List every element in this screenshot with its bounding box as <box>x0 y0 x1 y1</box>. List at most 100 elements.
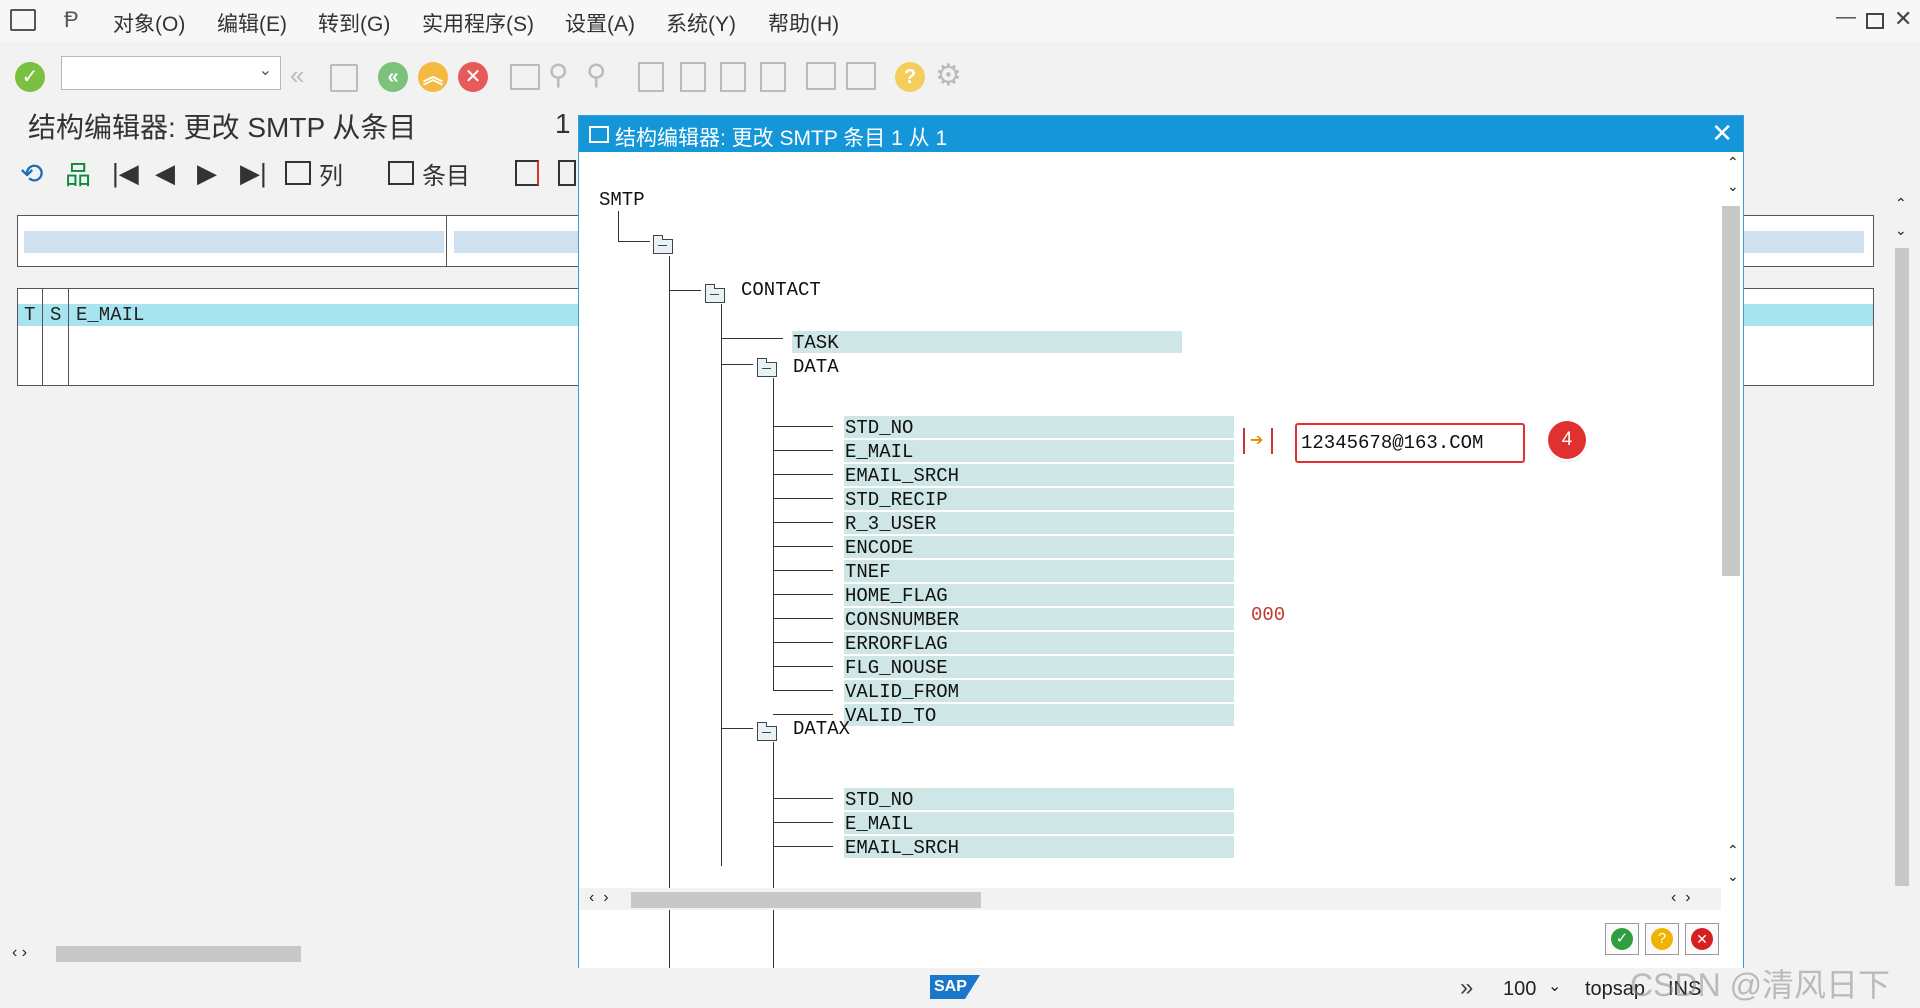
zoom-value[interactable]: 100 <box>1503 978 1537 1000</box>
dlg-scroll-up2-icon[interactable]: ⌃ <box>1727 842 1739 858</box>
data-field[interactable]: STD_NO <box>845 417 914 439</box>
tree-line <box>669 290 701 291</box>
standard-toolbar <box>0 41 1920 103</box>
tree-line <box>773 742 774 972</box>
data-field[interactable]: TNEF <box>845 561 891 583</box>
cancel-button[interactable]: ✕ <box>1685 923 1719 955</box>
columns-button[interactable]: 列 <box>285 158 343 190</box>
sap-logo-text: SAP <box>934 978 967 995</box>
minimize-icon[interactable]: — <box>1836 6 1856 28</box>
col-email-header: E_MAIL <box>76 304 145 326</box>
next-page-icon <box>720 62 746 92</box>
insert-row-button[interactable] <box>558 158 576 188</box>
callout-number: 4 <box>1561 429 1573 450</box>
gear-icon: ⚙ <box>935 59 962 92</box>
entry-icon <box>388 161 414 185</box>
field-bg <box>844 836 1234 858</box>
menu-utilities[interactable]: 实用程序(S) <box>422 13 534 36</box>
status-expand-icon[interactable]: » <box>1460 974 1474 1001</box>
help-button[interactable]: ? <box>1645 923 1679 955</box>
first-entry-button[interactable]: |◀ <box>112 158 139 188</box>
tree-task[interactable]: TASK <box>793 332 839 354</box>
cancel-icon[interactable]: ✕ <box>458 62 488 92</box>
system-name: topsap <box>1585 978 1646 1000</box>
prev-entry-button[interactable]: ◀ <box>155 158 175 188</box>
folder-icon[interactable] <box>704 284 725 303</box>
data-field[interactable]: HOME_FLAG <box>845 585 948 607</box>
folder-icon[interactable] <box>652 235 673 254</box>
tree-contact: CONTACT <box>741 279 821 301</box>
back-icon[interactable]: « <box>378 62 408 92</box>
folder-icon[interactable] <box>756 722 777 741</box>
menu-help[interactable]: 帮助(H) <box>768 13 840 36</box>
bg-vscroll-thumb[interactable] <box>1895 248 1909 886</box>
field-bg <box>844 608 1234 630</box>
data-field[interactable]: VALID_FROM <box>845 681 960 703</box>
bg-scroll-up-icon[interactable]: ⌃ <box>1895 195 1907 211</box>
personalize-icon[interactable]: Ᵽ <box>64 7 79 32</box>
data-field[interactable]: E_MAIL <box>845 441 914 463</box>
bg-hscroll-thumb[interactable] <box>56 946 301 962</box>
data-field[interactable]: VALID_TO <box>845 705 937 727</box>
enter-icon[interactable]: ✓ <box>15 62 45 92</box>
bg-scroll-down-icon[interactable]: ⌄ <box>1895 222 1907 238</box>
datax-field[interactable]: EMAIL_SRCH <box>845 837 960 859</box>
menu-object[interactable]: 对象(O) <box>113 13 186 36</box>
hierarchy-icon: 品 <box>65 159 92 190</box>
datax-field[interactable]: STD_NO <box>845 789 914 811</box>
command-field[interactable]: ⌄ <box>61 56 281 90</box>
confirm-button[interactable]: ✓ <box>1605 923 1639 955</box>
dialog-window-icon <box>589 126 609 143</box>
dlg-scroll-up-icon[interactable]: ⌃ <box>1727 154 1739 170</box>
refresh-icon: ⟲ <box>20 157 44 189</box>
consnumber-value[interactable]: 000 <box>1251 604 1286 626</box>
menu-bar: Ᵽ 对象(O) 编辑(E) 转到(G) 实用程序(S) 设置(A) 系统(Y) … <box>0 0 1920 42</box>
dialog-close-icon[interactable]: ✕ <box>1711 118 1733 148</box>
tree-line <box>618 211 619 241</box>
dlg-scroll-left-icon[interactable]: ‹ › <box>589 889 609 906</box>
delete-row-button[interactable] <box>515 158 539 188</box>
tree-line <box>669 256 670 974</box>
entry-label: 条目 <box>422 162 470 190</box>
col-divider-2 <box>68 289 69 385</box>
menu-edit[interactable]: 编辑(E) <box>217 13 287 36</box>
exit-icon[interactable]: ︽ <box>418 62 448 92</box>
data-field[interactable]: ERRORFLAG <box>845 633 948 655</box>
chevron-down-icon[interactable]: ⌄ <box>258 62 272 79</box>
value-help-icon[interactable]: ➔ <box>1243 428 1273 454</box>
dlg-scroll-down2-icon[interactable]: ⌄ <box>1727 868 1739 884</box>
dlg-scroll-down-icon[interactable]: ⌄ <box>1727 178 1739 194</box>
dlg-vscroll-thumb[interactable] <box>1722 206 1740 576</box>
datax-field[interactable]: E_MAIL <box>845 813 914 835</box>
menu-goto[interactable]: 转到(G) <box>318 13 391 36</box>
next-entry-button[interactable]: ▶ <box>197 158 217 188</box>
hierarchy-button[interactable]: 品 <box>65 158 91 190</box>
refresh-button[interactable]: ⟲ <box>20 157 44 189</box>
data-field[interactable]: STD_RECIP <box>845 489 948 511</box>
back-double-icon: « <box>290 60 305 90</box>
menu-system[interactable]: 系统(Y) <box>666 13 736 36</box>
field-bg <box>844 584 1234 606</box>
data-field[interactable]: CONSNUMBER <box>845 609 960 631</box>
dlg-scroll-right-icon[interactable]: ‹ › <box>1671 889 1691 906</box>
dlg-hscroll-thumb[interactable] <box>631 892 981 908</box>
field-bg <box>844 788 1234 810</box>
data-field[interactable]: ENCODE <box>845 537 914 559</box>
col-divider-1 <box>42 289 43 385</box>
data-field[interactable]: EMAIL_SRCH <box>845 465 960 487</box>
data-field[interactable]: FLG_NOUSE <box>845 657 948 679</box>
zoom-dropdown-icon[interactable]: ⌄ <box>1548 978 1562 995</box>
last-page-icon <box>760 62 786 92</box>
close-window-icon[interactable]: ✕ <box>1894 6 1913 31</box>
data-field[interactable]: R_3_USER <box>845 513 937 535</box>
app-menu-icon[interactable] <box>10 9 36 31</box>
entry-button[interactable]: 条目 <box>388 158 470 190</box>
last-entry-button[interactable]: ▶| <box>240 158 267 188</box>
bg-scroll-left-icon[interactable]: ‹ › <box>12 944 28 961</box>
field-bg <box>844 632 1234 654</box>
restore-icon[interactable] <box>1866 13 1884 29</box>
email-input[interactable]: 12345678@163.COM <box>1295 423 1525 463</box>
menu-settings[interactable]: 设置(A) <box>565 13 635 36</box>
tree-line <box>773 474 833 475</box>
folder-icon[interactable] <box>756 358 777 377</box>
